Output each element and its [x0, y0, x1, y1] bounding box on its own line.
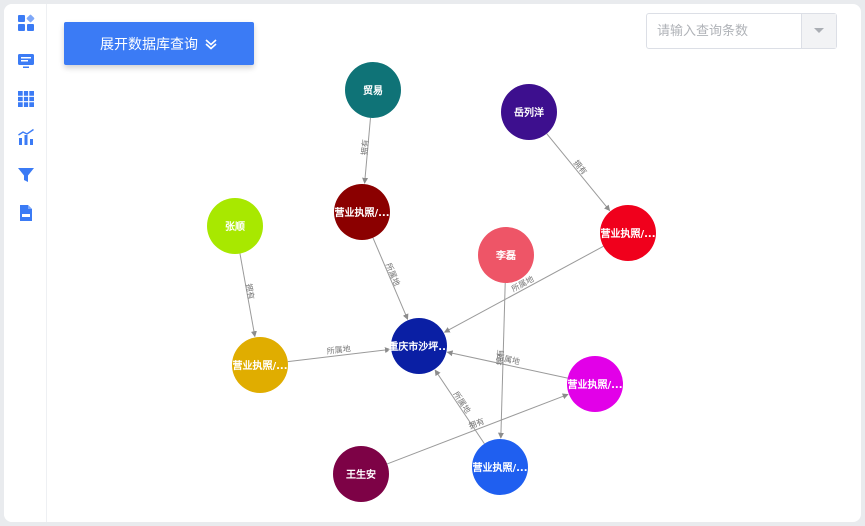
- graph-edge[interactable]: [443, 245, 604, 333]
- graph-edge[interactable]: [239, 253, 257, 338]
- node-circle[interactable]: [478, 227, 534, 283]
- graph-edge[interactable]: [446, 350, 568, 379]
- caret-down-icon: [814, 28, 824, 33]
- grid-icon[interactable]: [17, 90, 35, 108]
- node-label: 贸易: [363, 84, 383, 97]
- graph-node[interactable]: 贸易: [345, 62, 401, 118]
- graph-node[interactable]: 重庆市沙坪...: [388, 318, 450, 374]
- graph-node[interactable]: 王生安: [333, 446, 389, 502]
- double-chevron-down-icon: [205, 38, 217, 50]
- graph-edge[interactable]: [362, 117, 371, 184]
- graph-node[interactable]: 营业执照/...: [334, 184, 390, 240]
- node-label: 张顺: [225, 220, 245, 233]
- graph-edge[interactable]: [372, 237, 409, 321]
- node-label: 李磊: [495, 249, 516, 262]
- graph-node[interactable]: 营业执照/...: [567, 356, 623, 412]
- edge-label: 拥有: [359, 139, 370, 156]
- node-circle[interactable]: [333, 446, 389, 502]
- node-label: 王生安: [346, 468, 376, 481]
- graph-node[interactable]: 营业执照/...: [472, 439, 528, 495]
- edge-label: 所属地: [451, 389, 473, 415]
- graph-edges: 拥有拥有拥有所属地所属地所属地所属地所属地拥有拥有: [239, 117, 611, 465]
- node-circle[interactable]: [345, 62, 401, 118]
- bar-chart-icon[interactable]: [17, 128, 35, 146]
- knowledge-graph[interactable]: 拥有拥有拥有所属地所属地所属地所属地所属地拥有拥有 贸易岳列洋营业执照/...营…: [4, 4, 861, 522]
- edge-label: 拥有: [495, 349, 505, 365]
- node-circle[interactable]: [567, 356, 623, 412]
- query-count-select[interactable]: [646, 13, 837, 49]
- filter-icon[interactable]: [17, 166, 35, 184]
- query-count-input[interactable]: [647, 14, 801, 48]
- node-circle[interactable]: [391, 318, 447, 374]
- node-circle[interactable]: [472, 439, 528, 495]
- graph-node[interactable]: 岳列洋: [501, 84, 557, 140]
- monitor-icon[interactable]: [17, 52, 35, 70]
- graph-edge[interactable]: [287, 347, 391, 363]
- edge-label: 拥有: [467, 416, 486, 431]
- node-circle[interactable]: [501, 84, 557, 140]
- edge-label: 所属地: [495, 352, 521, 367]
- node-label: 重庆市沙坪...: [388, 340, 449, 353]
- query-count-dropdown-toggle[interactable]: [801, 14, 836, 48]
- node-circle[interactable]: [334, 184, 390, 240]
- expand-database-query-button[interactable]: 展开数据库查询: [64, 22, 254, 65]
- graph-node[interactable]: 营业执照/...: [600, 205, 656, 261]
- dashboard-icon[interactable]: [17, 14, 35, 32]
- node-label: 营业执照/...: [600, 227, 655, 240]
- node-label: 营业执照/...: [567, 378, 622, 391]
- node-circle[interactable]: [232, 337, 288, 393]
- graph-edge[interactable]: [386, 393, 569, 465]
- edge-label: 所属地: [326, 343, 351, 356]
- edge-label: 所属地: [384, 261, 403, 287]
- graph-node[interactable]: 李磊: [478, 227, 534, 283]
- graph-edge[interactable]: [434, 369, 485, 445]
- json-file-icon[interactable]: [17, 204, 35, 222]
- graph-edge[interactable]: [497, 282, 506, 439]
- graph-node[interactable]: 张顺: [207, 198, 263, 254]
- sidebar: [4, 4, 47, 522]
- node-label: 营业执照/...: [334, 206, 389, 219]
- expand-button-label: 展开数据库查询: [100, 36, 198, 53]
- node-label: 营业执照/...: [232, 359, 287, 372]
- node-circle[interactable]: [600, 205, 656, 261]
- graph-node[interactable]: 营业执照/...: [232, 337, 288, 393]
- edge-label: 拥有: [244, 283, 257, 301]
- edge-label: 拥有: [572, 158, 590, 177]
- node-circle[interactable]: [207, 198, 263, 254]
- node-label: 营业执照/...: [472, 461, 527, 474]
- graph-edge[interactable]: [546, 133, 611, 212]
- node-label: 岳列洋: [514, 106, 544, 119]
